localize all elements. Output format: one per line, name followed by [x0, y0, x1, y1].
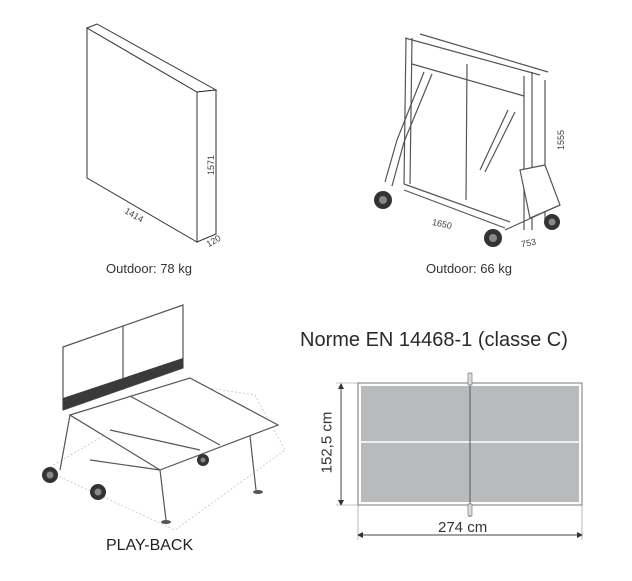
- norm-title: Norme EN 14468-1 (classe C): [300, 329, 568, 351]
- table-weight-caption: Outdoor: 66 kg: [426, 261, 512, 276]
- playback-caption: PLAY-BACK: [106, 537, 194, 554]
- box-weight-caption: Outdoor: 78 kg: [106, 261, 192, 276]
- table-width-dimension: 274 cm: [438, 519, 488, 536]
- table-height-dimension: 152,5 cm: [318, 411, 336, 474]
